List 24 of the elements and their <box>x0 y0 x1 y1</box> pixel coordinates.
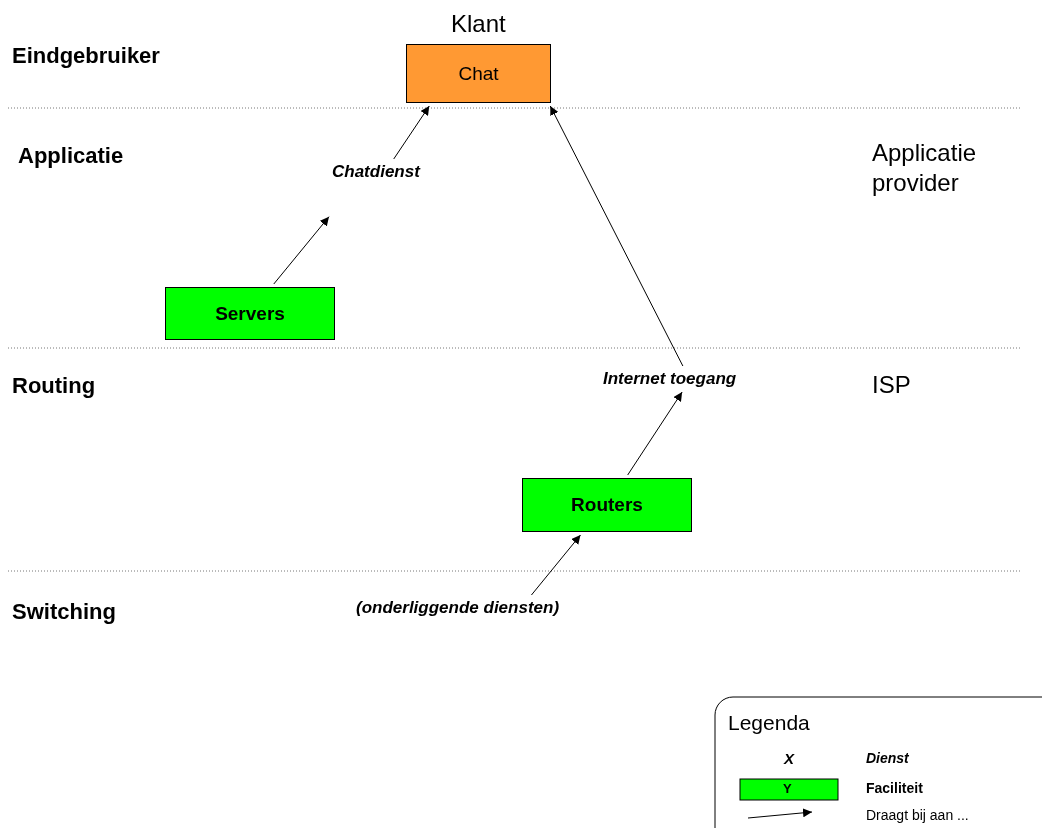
facility-box: Routers <box>522 478 692 532</box>
legend-text: Draagt bij aan ... <box>866 807 969 823</box>
service-label: Internet toegang <box>603 369 737 389</box>
layer-label: Switching <box>12 598 116 626</box>
arrow <box>273 216 330 285</box>
legend-text: Dienst <box>866 750 909 766</box>
role-label: Applicatie provider <box>872 138 978 198</box>
legend-symbol: X <box>784 750 794 769</box>
legend-symbol: Y <box>783 781 792 798</box>
role-label: ISP <box>872 370 911 400</box>
legend-text: Faciliteit <box>866 780 923 796</box>
arrow <box>393 105 430 160</box>
layer-label: Applicatie <box>18 142 124 170</box>
arrow <box>627 391 683 476</box>
legend-title: Legenda <box>728 710 810 736</box>
chat-box: Chat <box>406 44 551 103</box>
layer-label: Routing <box>12 372 96 400</box>
arrow <box>530 534 581 596</box>
arrow <box>549 105 684 367</box>
facility-box: Servers <box>165 287 335 340</box>
service-label: Chatdienst <box>332 162 420 182</box>
service-label: (onderliggende diensten) <box>356 598 560 618</box>
layer-label: Eindgebruiker <box>12 42 160 70</box>
node-heading: Klant <box>451 10 506 38</box>
